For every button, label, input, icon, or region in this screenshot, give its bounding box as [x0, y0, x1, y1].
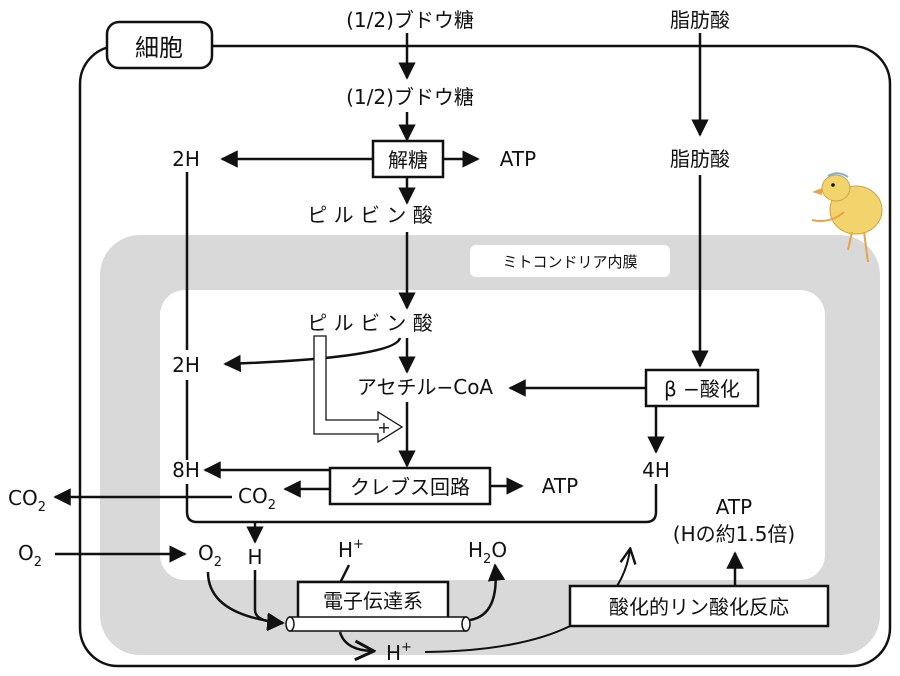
plus-sign: + — [377, 418, 390, 437]
co2-inner: CO2 — [238, 484, 276, 513]
two-h-mid: 2H — [172, 353, 200, 377]
cell-outline — [78, 44, 892, 668]
atp-glycolysis: ATP — [500, 147, 536, 171]
fatty-acid-inner: 脂肪酸 — [670, 147, 730, 171]
membrane-channel — [285, 616, 471, 632]
electron-transport-label: 電子伝達系 — [323, 589, 423, 613]
glycolysis-label: 解糖 — [388, 148, 428, 172]
membrane-label: ミトコンドリア内膜 — [502, 253, 637, 271]
chick-illustration — [811, 172, 883, 263]
two-h-top: 2H — [172, 147, 200, 171]
four-h: 4H — [642, 458, 670, 482]
beta-oxidation-label: β −酸化 — [664, 377, 740, 401]
krebs-label: クレブス回路 — [350, 475, 470, 499]
beta-oxidation-box — [644, 368, 760, 408]
o2-inner: O2 — [198, 541, 222, 570]
top-fatty-acid: 脂肪酸 — [670, 8, 730, 32]
glucose-inner: (1/2)ブドウ糖 — [346, 85, 474, 109]
atp-krebs: ATP — [542, 474, 578, 498]
h-plus-bottom: H+ — [386, 640, 412, 665]
h-plus-top: H+ — [338, 537, 364, 562]
atp-right: ATP — [716, 495, 752, 519]
atp-right-note: (Hの約1.5倍) — [673, 522, 795, 546]
electron-transport-box — [296, 580, 450, 620]
membrane-label-bg — [470, 245, 670, 277]
ox-phos-label: 酸化的リン酸化反応 — [609, 595, 789, 619]
eight-h: 8H — [172, 458, 200, 482]
cell-label-box — [105, 20, 214, 70]
acetyl-coa: アセチル−CoA — [357, 375, 494, 399]
cell-label: 細胞 — [135, 34, 183, 62]
o2-outer: O2 — [18, 541, 42, 570]
ox-phos-box — [568, 584, 830, 628]
pyruvate-outer: ピ ル ビ ン 酸 — [307, 203, 432, 227]
co2-outer: CO2 — [8, 486, 46, 515]
hollow-arrow — [313, 335, 404, 444]
h-label: H — [247, 545, 262, 569]
pyruvate-inner: ピ ル ビ ン 酸 — [307, 311, 432, 335]
top-glucose: (1/2)ブドウ糖 — [346, 8, 474, 32]
h2o: H2O — [468, 538, 507, 567]
